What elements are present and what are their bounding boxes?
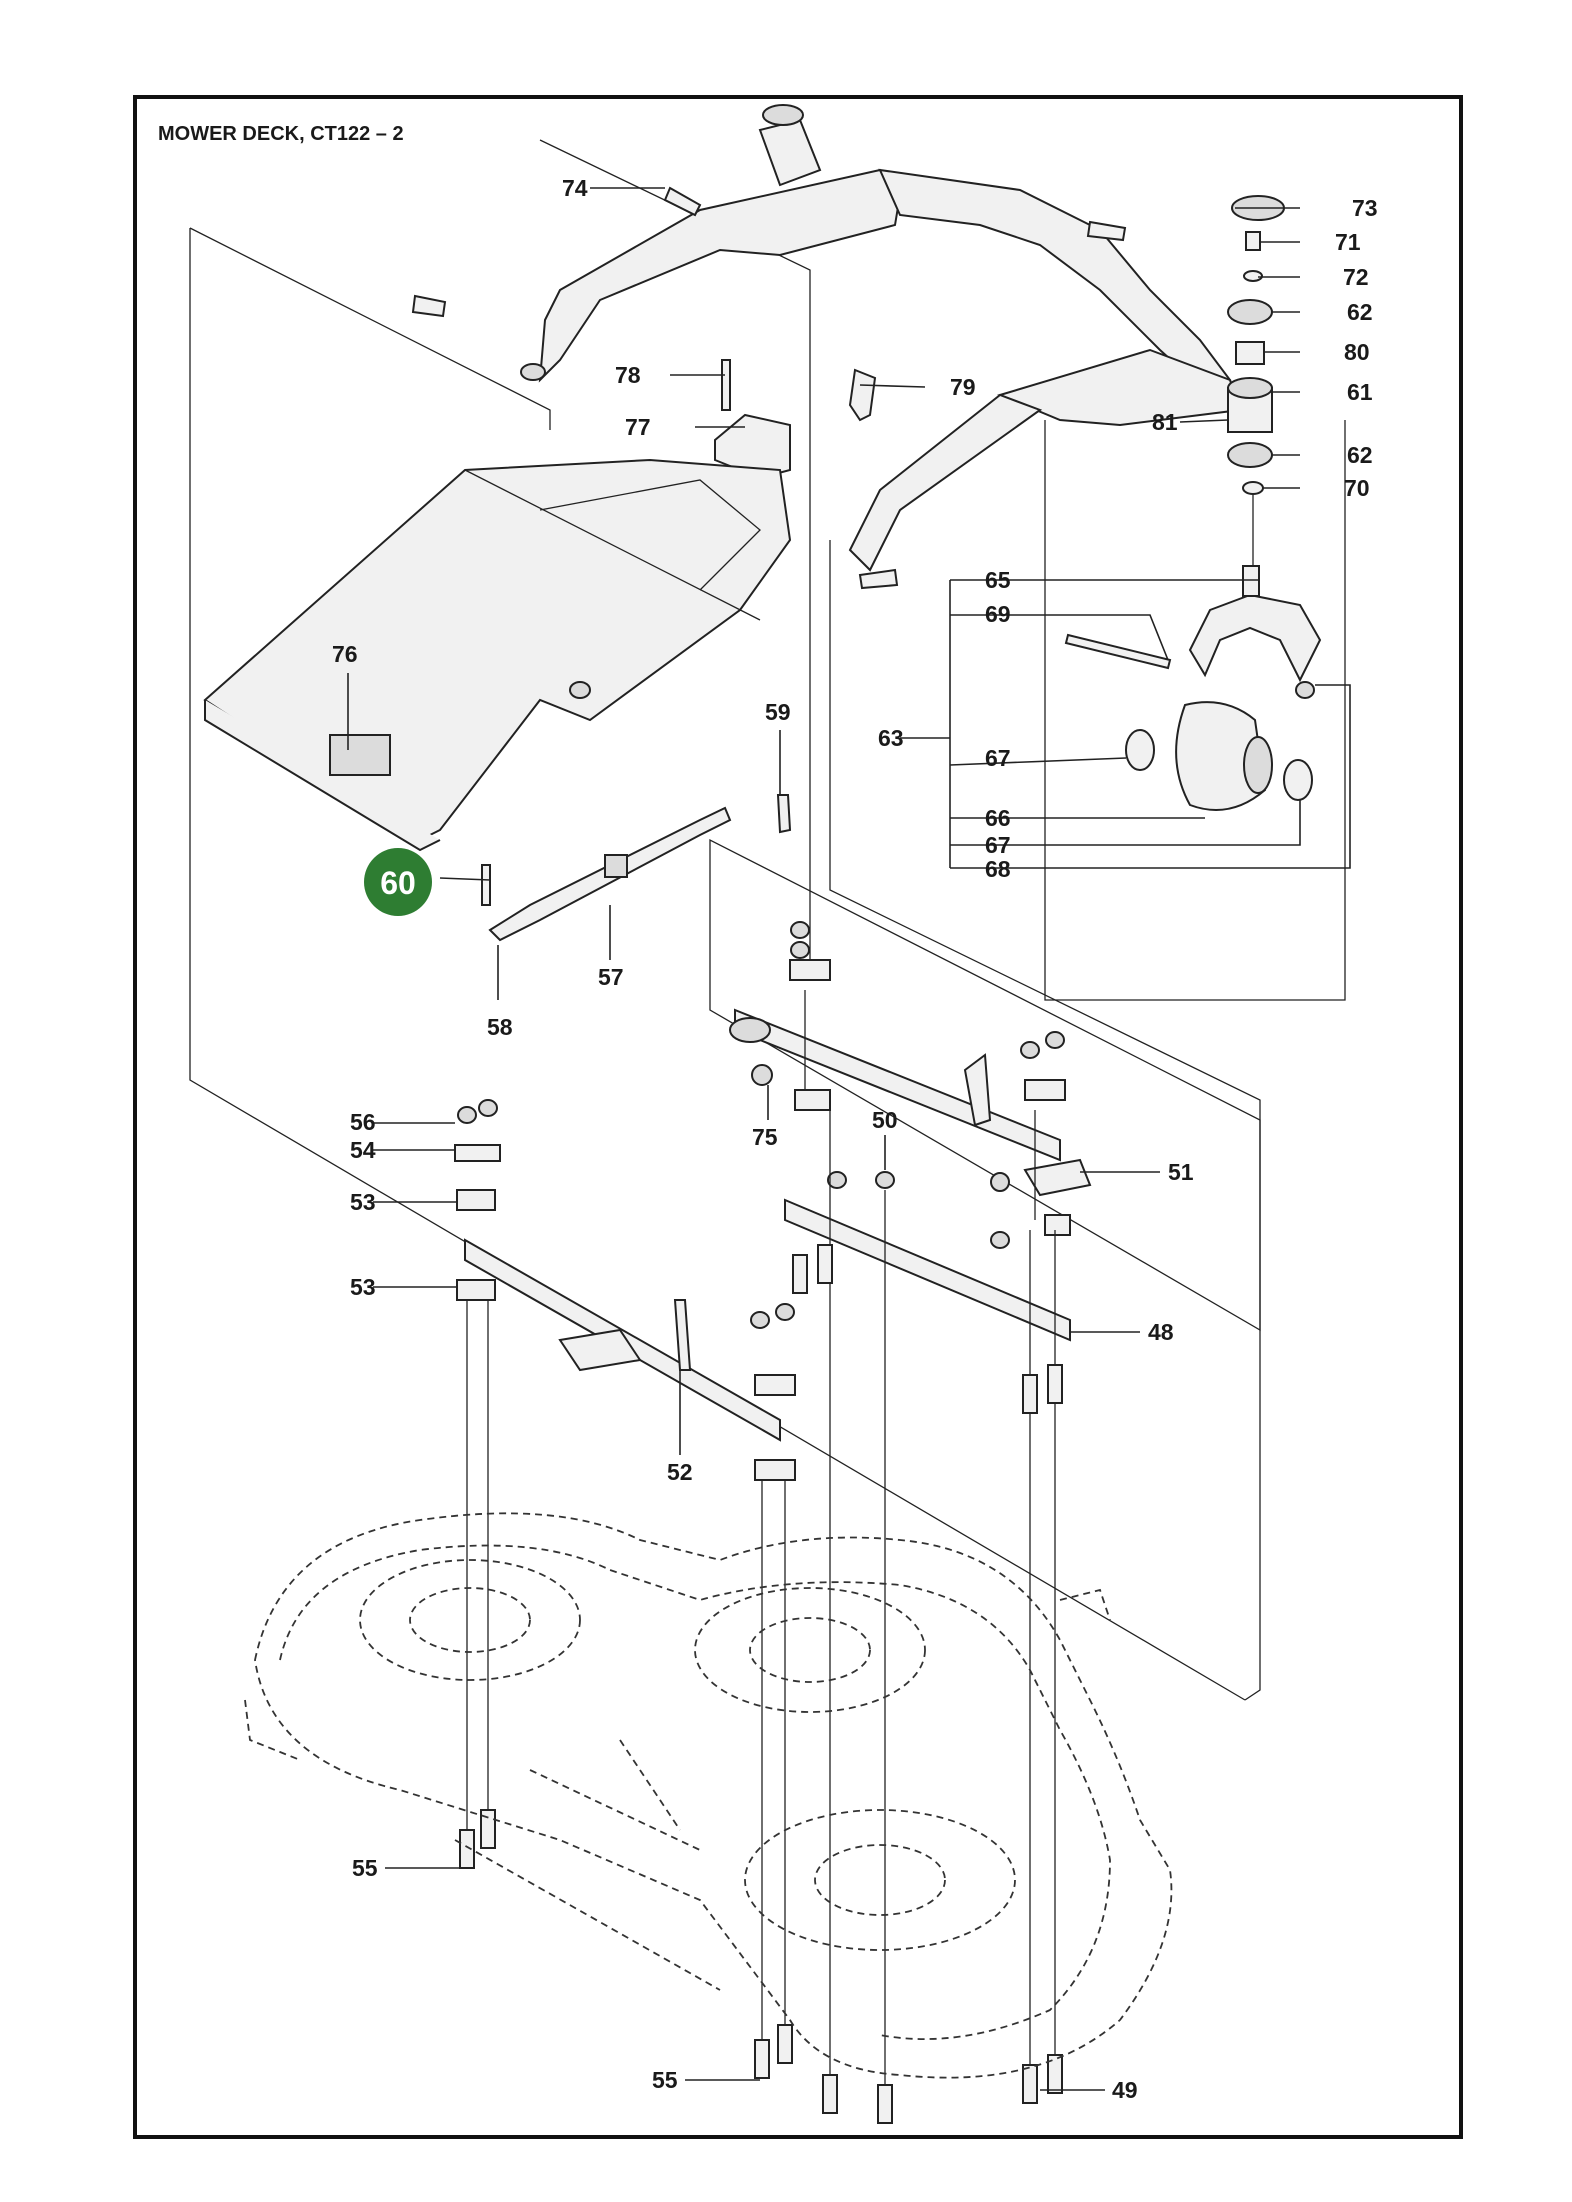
label-78[interactable]: 78 bbox=[615, 362, 641, 388]
label-65[interactable]: 65 bbox=[985, 567, 1011, 593]
label-62-bottom[interactable]: 62 bbox=[1347, 442, 1373, 468]
label-55-left[interactable]: 55 bbox=[352, 1855, 378, 1881]
label-54[interactable]: 54 bbox=[350, 1137, 376, 1163]
label-66[interactable]: 66 bbox=[985, 805, 1011, 831]
label-74[interactable]: 74 bbox=[562, 175, 588, 201]
label-51[interactable]: 51 bbox=[1168, 1159, 1194, 1185]
highlight-badge bbox=[364, 848, 432, 916]
label-71[interactable]: 71 bbox=[1335, 229, 1361, 255]
label-49[interactable]: 49 bbox=[1112, 2077, 1138, 2103]
label-50[interactable]: 50 bbox=[872, 1107, 898, 1133]
bolts bbox=[459, 1244, 1063, 2124]
label-56[interactable]: 56 bbox=[350, 1109, 376, 1135]
label-77[interactable]: 77 bbox=[625, 414, 651, 440]
label-70[interactable]: 70 bbox=[1344, 475, 1370, 501]
label-69[interactable]: 69 bbox=[985, 601, 1011, 627]
label-67-top[interactable]: 67 bbox=[985, 745, 1011, 771]
bolt-lines bbox=[466, 990, 1056, 2110]
label-73[interactable]: 73 bbox=[1352, 195, 1378, 221]
label-67-bottom[interactable]: 67 bbox=[985, 832, 1011, 858]
rod-assembly bbox=[481, 794, 792, 942]
part-labels: 74 73 71 72 62 80 61 81 62 70 78 77 79 7… bbox=[332, 175, 1378, 2103]
label-62-top[interactable]: 62 bbox=[1347, 299, 1373, 325]
highlight-badge-text: 60 bbox=[380, 865, 416, 901]
label-61[interactable]: 61 bbox=[1347, 379, 1373, 405]
deck-frame-76 bbox=[203, 458, 792, 852]
label-53-bottom[interactable]: 53 bbox=[350, 1274, 376, 1300]
bracket-group bbox=[714, 359, 877, 480]
label-79[interactable]: 79 bbox=[950, 374, 976, 400]
lift-arm-assembly bbox=[411, 104, 1242, 590]
guide-lines bbox=[189, 139, 1346, 1701]
label-76[interactable]: 76 bbox=[332, 641, 358, 667]
label-80[interactable]: 80 bbox=[1344, 339, 1370, 365]
label-53-top[interactable]: 53 bbox=[350, 1189, 376, 1215]
label-59[interactable]: 59 bbox=[765, 699, 791, 725]
rear-shaft-assembly bbox=[729, 921, 1092, 1236]
caster-assembly bbox=[1064, 195, 1322, 811]
label-52[interactable]: 52 bbox=[667, 1459, 693, 1485]
highlight-part-60[interactable]: 60 bbox=[364, 848, 432, 916]
label-55-bottom[interactable]: 55 bbox=[652, 2067, 678, 2093]
label-81[interactable]: 81 bbox=[1152, 409, 1178, 435]
label-48[interactable]: 48 bbox=[1148, 1319, 1174, 1345]
label-68[interactable]: 68 bbox=[985, 856, 1011, 882]
label-58[interactable]: 58 bbox=[487, 1014, 513, 1040]
leader-lines bbox=[347, 187, 1351, 2091]
diagram-title: MOWER DECK, CT122 – 2 bbox=[158, 123, 404, 145]
label-72[interactable]: 72 bbox=[1343, 264, 1369, 290]
diagram-frame bbox=[133, 95, 1463, 2139]
label-75[interactable]: 75 bbox=[752, 1124, 778, 1150]
front-shaft-assembly bbox=[454, 1099, 1071, 1481]
mower-deck bbox=[244, 1512, 1173, 2079]
label-63[interactable]: 63 bbox=[878, 725, 904, 751]
label-57[interactable]: 57 bbox=[598, 964, 624, 990]
